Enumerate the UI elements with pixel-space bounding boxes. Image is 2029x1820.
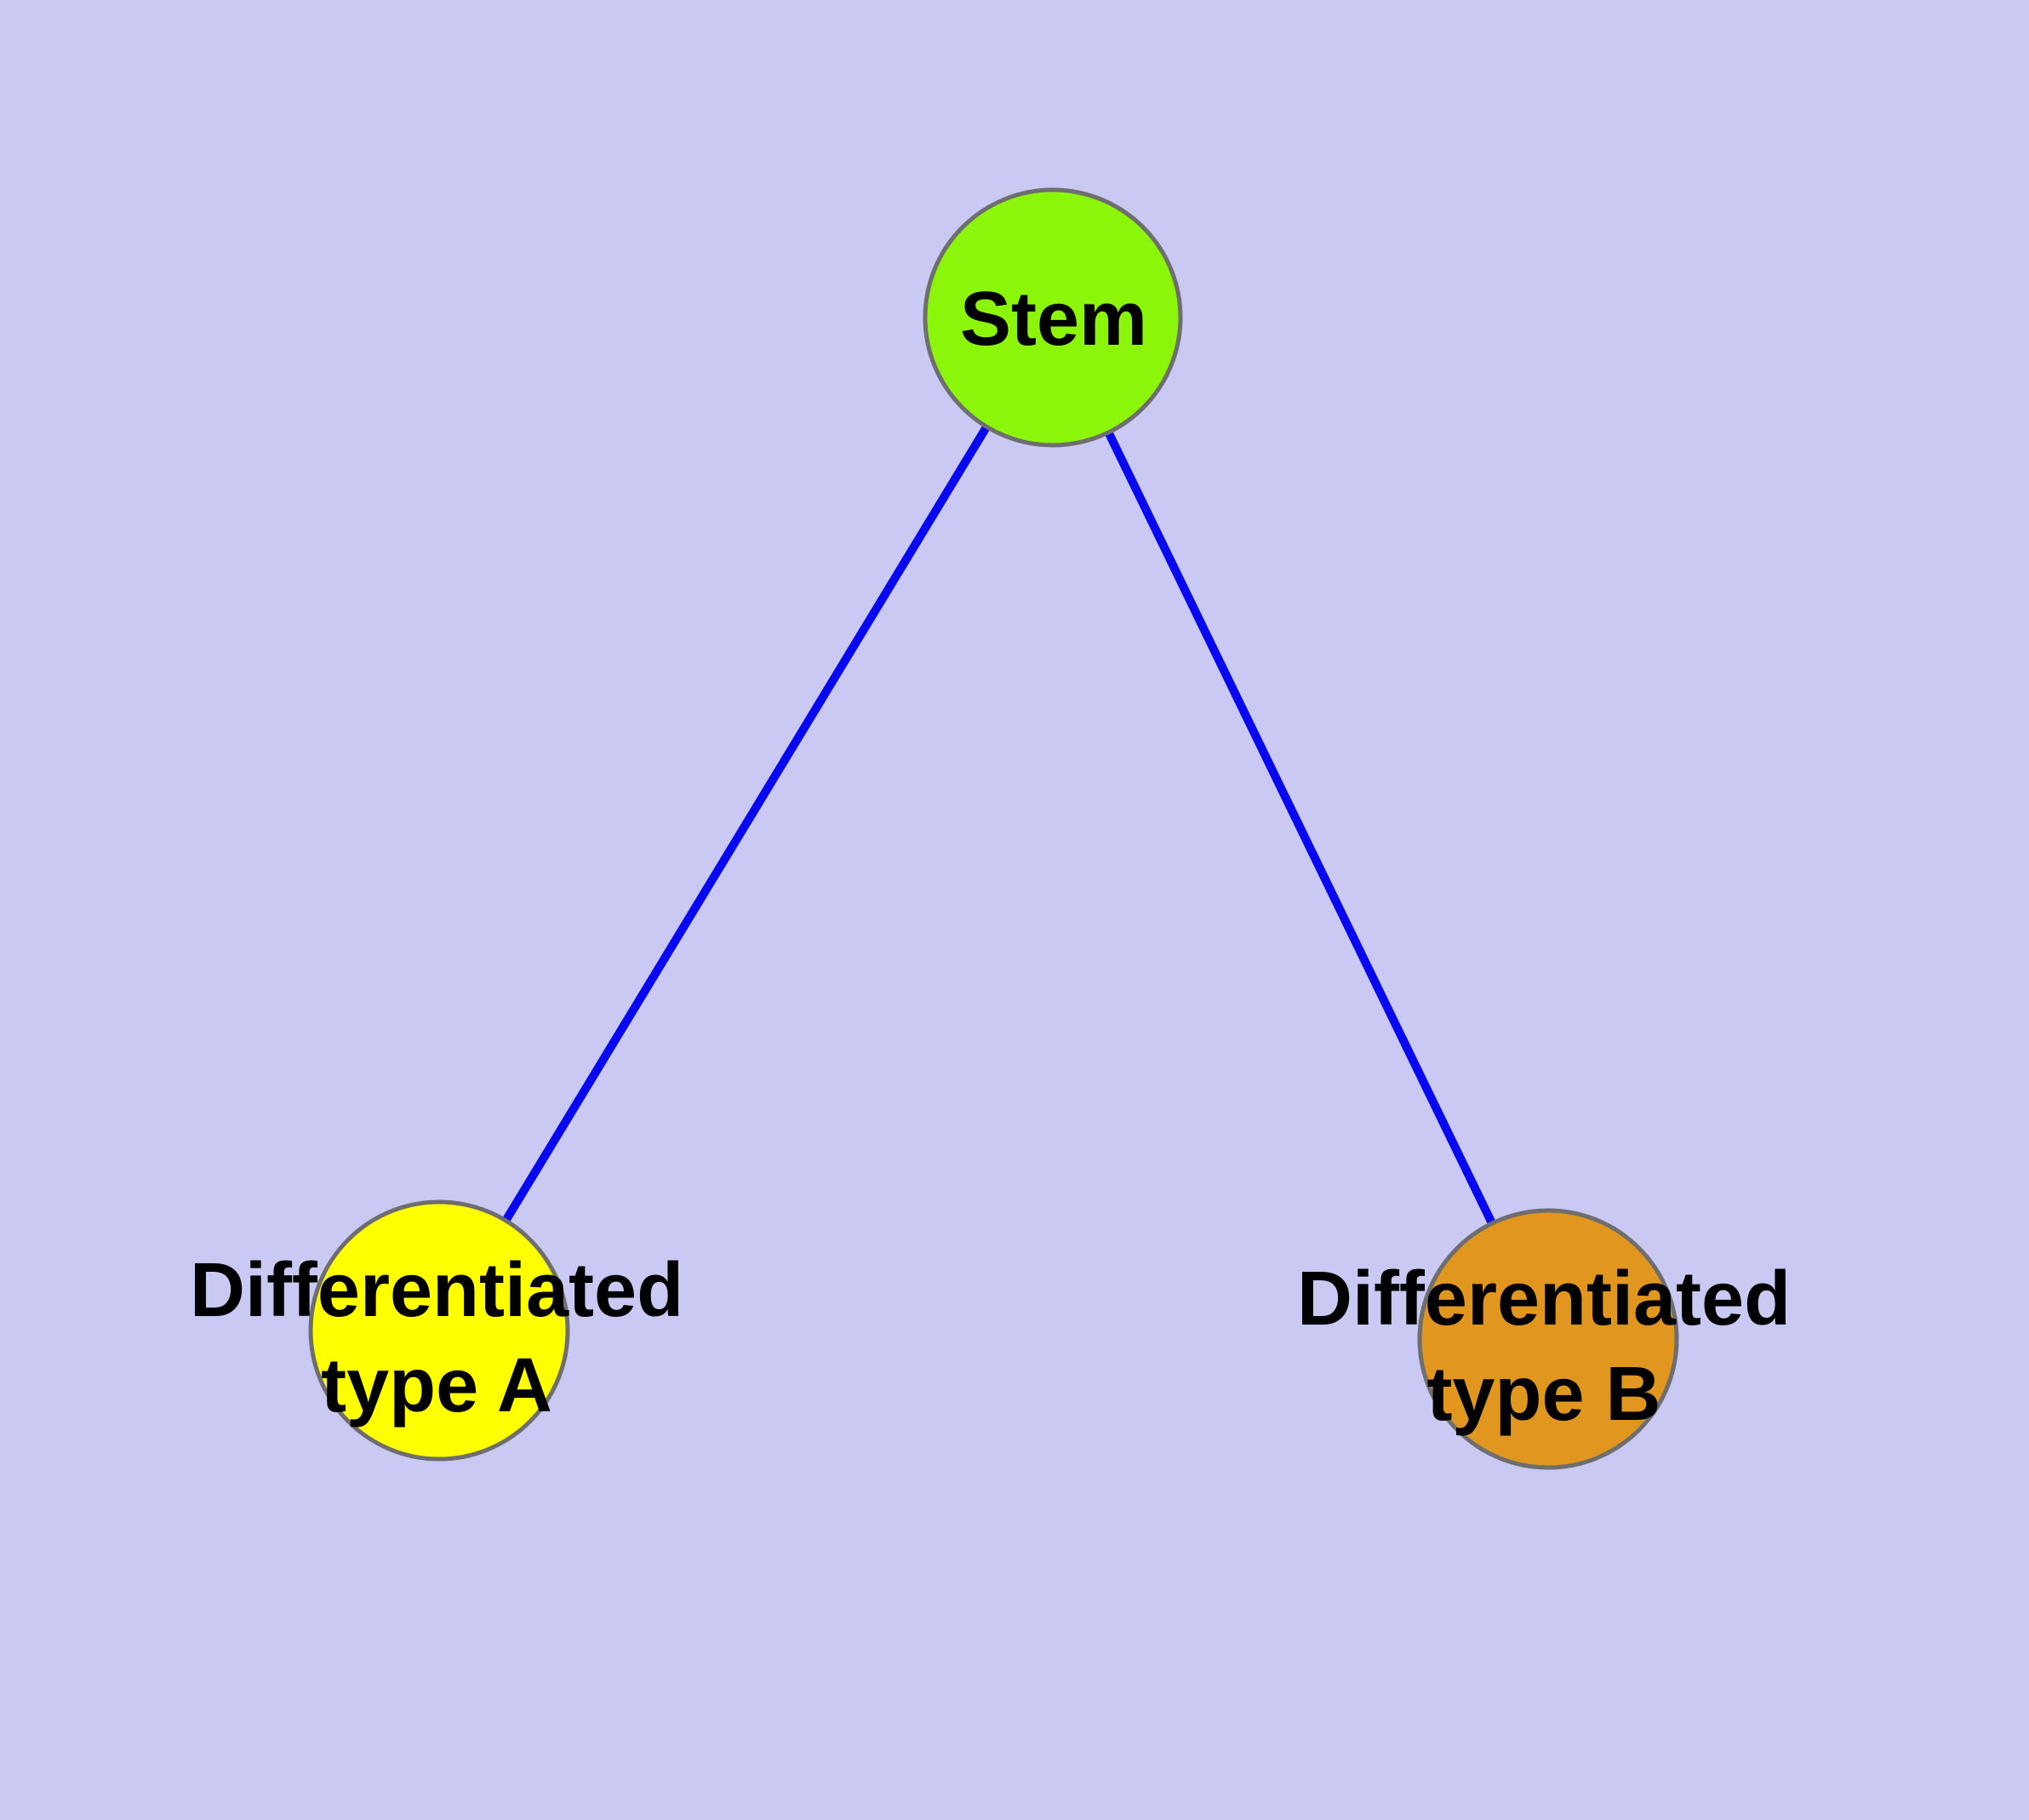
node-differentiated-type-a-label: Differentiated type A — [190, 1243, 683, 1434]
node-stem-label: Stem — [959, 277, 1148, 362]
edge-stem-to-type-b — [1049, 315, 1552, 1342]
edge-stem-to-type-a — [435, 315, 1057, 1333]
node-differentiated-type-a-label-line1: Differentiated — [189, 1248, 684, 1333]
node-differentiated-type-b-circle — [1417, 1208, 1679, 1470]
node-differentiated-type-a-label-line2: type A — [321, 1343, 552, 1428]
node-differentiated-type-b-label-line2: type B — [1426, 1352, 1661, 1437]
node-differentiated-type-b-label-line1: Differentiated — [1296, 1256, 1792, 1342]
node-stem-circle — [923, 187, 1183, 448]
node-differentiated-type-a-circle — [308, 1199, 570, 1462]
node-differentiated-type-b-label: Differentiated type B — [1297, 1251, 1791, 1442]
